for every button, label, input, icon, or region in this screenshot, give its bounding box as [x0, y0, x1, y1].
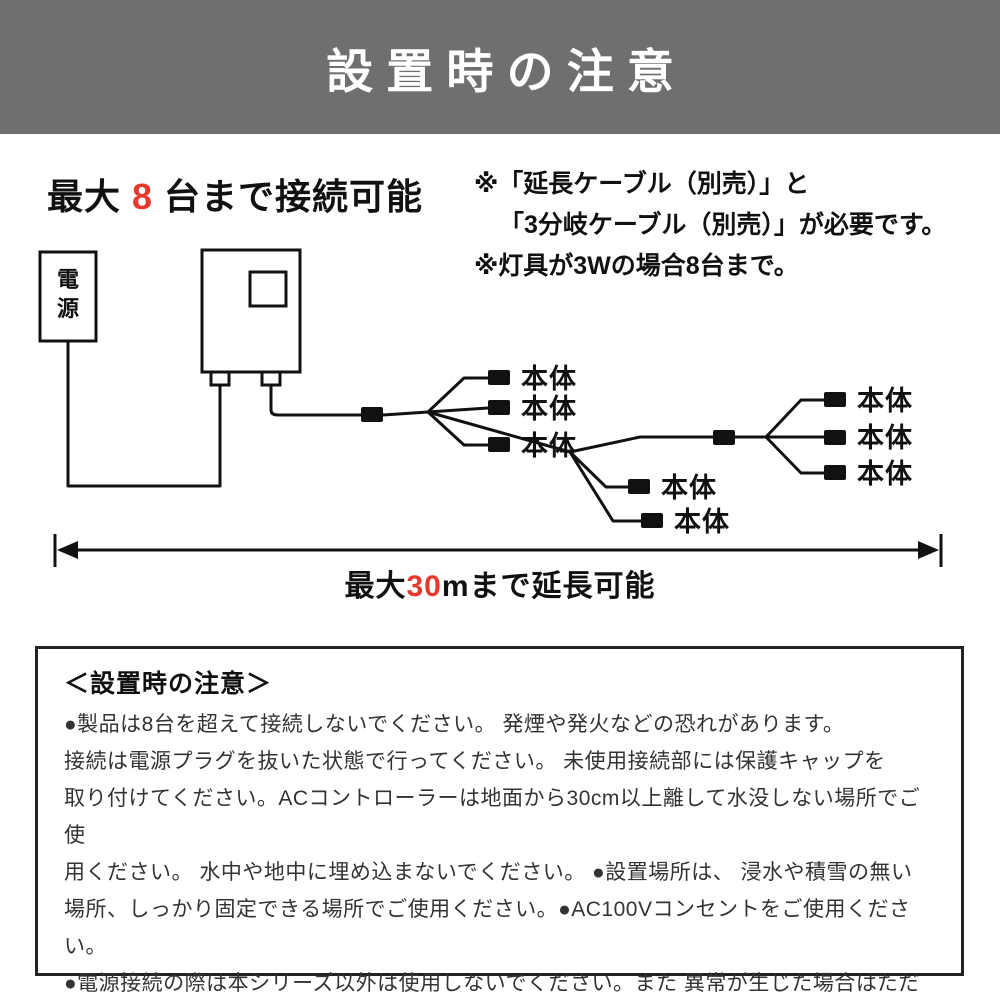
branch-3a	[764, 398, 824, 439]
branch-2b	[568, 450, 628, 489]
unit-label: 本体	[521, 364, 577, 394]
length-label: 最大30mまで延長可能	[0, 561, 1000, 605]
branch-3c	[764, 435, 824, 475]
controller-foot-left	[209, 370, 231, 387]
caution-text-line: 用ください。 水中や地中に埋め込まないでください。 ●設置場所は、 浸水や積雪の…	[64, 861, 913, 884]
arrowhead-right	[918, 541, 939, 559]
note-line-2: 「3分岐ケーブル（別売）」が必要です。	[499, 211, 947, 239]
power-label-top: 電	[57, 267, 79, 292]
connector-unit-7	[824, 430, 846, 445]
connector-unit-1	[488, 370, 510, 385]
connectors	[361, 370, 846, 528]
connector-unit-8	[824, 465, 846, 480]
lead-suffix: 台まで接続可能	[153, 176, 424, 217]
lead-heading: 最大 8 台まで接続可能	[47, 168, 423, 220]
unit-label: 本体	[857, 423, 913, 453]
unit-label: 本体	[674, 507, 730, 537]
side-notes: ※「延長ケーブル（別売）」と 「3分岐ケーブル（別売）」が必要です。 ※灯具が3…	[474, 164, 946, 287]
caution-box: ＜設置時の注意＞ ●製品は8台を超えて接続しないでください。 発煙や発火などの恐…	[35, 646, 964, 995]
branch-2a	[569, 435, 713, 454]
branch-1c	[426, 410, 488, 447]
power-box-outline	[38, 250, 98, 343]
unit-labels: 本体 本体 本体 本体 本体 本体 本体 本体	[521, 364, 913, 537]
power-cable	[66, 341, 222, 488]
connector-junction-2	[713, 430, 735, 445]
unit-label: 本体	[521, 431, 577, 461]
caution-text-line: 取り付けてください。ACコントローラーは地面から30cm以上離して水没しない場所…	[64, 787, 921, 847]
wiring-diagram: 電 源	[38, 248, 943, 567]
unit-label: 本体	[521, 394, 577, 424]
branch-1a	[426, 376, 488, 414]
arrowhead-left	[57, 541, 78, 559]
caution-title: ＜設置時の注意＞	[64, 670, 273, 698]
output-cable	[269, 385, 361, 417]
unit-label: 本体	[857, 459, 913, 489]
connector-junction-1	[361, 407, 383, 422]
cable-segment	[382, 410, 429, 417]
caution-text-line: 場所、しっかり固定できる場所でご使用ください。●AC100Vコンセントをご使用く…	[64, 898, 911, 958]
branch-1b	[427, 406, 489, 414]
power-label-bottom: 源	[57, 296, 79, 321]
unit-label: 本体	[857, 386, 913, 416]
connector-unit-2	[488, 400, 510, 415]
length-value: 30	[406, 570, 442, 603]
note-line-1: ※「延長ケーブル（別売）」と	[474, 170, 810, 198]
cables	[66, 341, 824, 523]
lead-count: 8	[132, 176, 154, 217]
caution-text-line: 接続は電源プラグを抜いた状態で行ってください。 未使用接続部には保護キャップを	[64, 750, 886, 773]
controller-window	[248, 270, 288, 308]
controller-box	[200, 248, 302, 387]
power-box: 電 源	[38, 250, 98, 343]
length-prefix: 最大	[344, 570, 407, 603]
note-line-3: ※灯具が3Wの場合8台まで。	[474, 252, 799, 280]
lead-prefix: 最大	[47, 176, 133, 217]
unit-label: 本体	[661, 473, 717, 503]
connector-unit-5	[641, 513, 663, 528]
length-dimension-arrow	[53, 534, 943, 567]
caution-text-line: ●製品は8台を超えて接続しないでください。 発煙や発火などの恐れがあります。	[64, 713, 845, 736]
header-banner: 設置時の注意	[0, 0, 1000, 134]
branch-2c	[568, 451, 641, 523]
controller-outline	[200, 248, 302, 374]
caution-text-line: ●電源接続の際は本シリーズ以外は使用しないでください。また 異常が生じた場合はた…	[64, 972, 920, 995]
connector-unit-3	[488, 437, 510, 452]
connector-unit-6	[824, 392, 846, 407]
extension-cable	[427, 410, 571, 454]
page-title: 設置時の注意	[326, 44, 688, 98]
controller-foot-right	[260, 370, 282, 387]
connector-unit-4	[628, 479, 650, 494]
length-suffix: mまで延長可能	[441, 570, 656, 603]
